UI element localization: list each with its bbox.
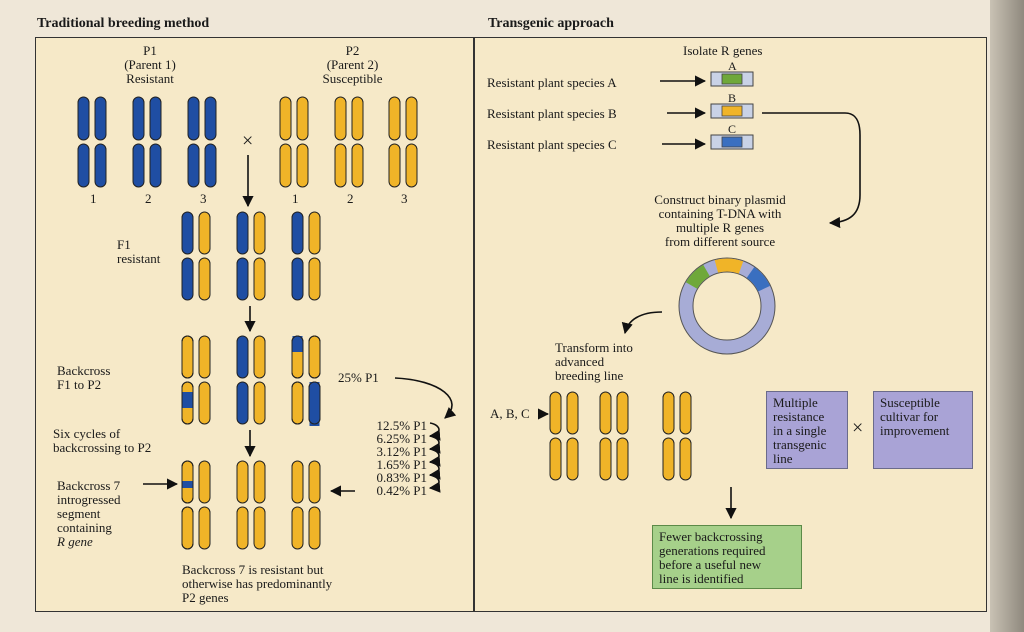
bc1-chromosome-pair-1-a <box>181 335 194 425</box>
arrow-pct-step-4 <box>428 461 441 480</box>
transgenic-chromosome-pair-3-a <box>662 391 675 481</box>
p1-label: P1(Parent 1)Resistant <box>124 43 176 86</box>
bc1-chromosome-pair-3-a <box>291 335 304 425</box>
abc-label: A, B, C <box>490 406 530 421</box>
plasmid-gene-c <box>746 267 771 292</box>
f1-chromosome-pair-2-b <box>253 211 266 301</box>
pct-12-5: 12.5% P1 <box>376 418 427 433</box>
species-a-label: Resistant plant species A <box>487 75 617 90</box>
pair-number-2: 2 <box>145 191 152 206</box>
bc1-chromosome-pair-1-b <box>198 335 211 425</box>
pair-number-6: 3 <box>401 191 408 206</box>
bc7-chromosome-pair-3-b <box>308 460 321 550</box>
gene-cassette-c <box>710 134 754 150</box>
p2-chromosome-pair-2-a <box>334 96 347 188</box>
bc1-chromosome-pair-2-a <box>236 335 249 425</box>
pair-number-1: 1 <box>90 191 97 206</box>
gene-letter-c: C <box>728 122 737 136</box>
bc1-chromosome-pair-2-b <box>253 335 266 425</box>
bc7-chromosome-pair-1-b <box>198 460 211 550</box>
transgenic-chromosome-pair-2-a <box>599 391 612 481</box>
plasmid-gene-a <box>685 264 711 290</box>
bc7-chromosome-pair-3-a <box>291 460 304 550</box>
left-section-title: Traditional breeding method <box>37 16 210 31</box>
p1-chromosome-pair-2-a <box>132 96 145 188</box>
bc7-chromosome-pair-2-a <box>236 460 249 550</box>
right-section-title: Transgenic approach <box>488 16 614 31</box>
pair-number-3: 3 <box>200 191 207 206</box>
arrow-pct-step-5 <box>428 474 441 493</box>
arrow-plasmid-to-transform <box>621 311 663 335</box>
gene-letter-b: B <box>728 91 737 105</box>
p2-chromosome-pair-1-b <box>296 96 309 188</box>
arrow-to-construct <box>762 112 861 229</box>
f1-chromosome-pair-3-b <box>308 211 321 301</box>
f1-chromosome-pair-3-a <box>291 211 304 301</box>
p1-chromosome-pair-3-a <box>187 96 200 188</box>
arrow-pct-step-2 <box>428 435 441 454</box>
transgenic-chromosome-pair-3-b <box>679 391 692 481</box>
p1-chromosome-pair-1-a <box>77 96 90 188</box>
species-c-label: Resistant plant species C <box>487 137 617 152</box>
bc7-chromosome-pair-1-a <box>181 460 194 550</box>
pct-0-42: 0.42% P1 <box>376 483 427 498</box>
panel-divider <box>473 37 475 612</box>
bc7-chromosome-pair-2-b <box>253 460 266 550</box>
pct-25-label: 25% P1 <box>338 370 379 385</box>
p1-chromosome-pair-3-b <box>204 96 217 188</box>
p2-chromosome-pair-2-b <box>351 96 364 188</box>
pct-3-12: 3.12% P1 <box>376 444 427 459</box>
gene-cassette-b <box>710 103 754 119</box>
f1-chromosome-pair-1-b <box>198 211 211 301</box>
cross-symbol-right: × <box>852 417 864 439</box>
plasmid-gene-b <box>714 258 744 274</box>
gene-letter-a: A <box>728 59 737 73</box>
transgenic-chromosome-pair-1-a <box>549 391 562 481</box>
page-edge-shadow <box>990 0 1024 632</box>
p2-chromosome-pair-3-a <box>388 96 401 188</box>
p2-chromosome-pair-3-b <box>405 96 418 188</box>
p2-chromosome-pair-1-a <box>279 96 292 188</box>
arrow-25pct-curve <box>394 377 457 419</box>
f1-chromosome-pair-2-a <box>236 211 249 301</box>
pair-number-5: 2 <box>347 191 354 206</box>
pct-1-65: 1.65% P1 <box>376 457 427 472</box>
bc1-chromosome-pair-3-b <box>308 335 321 426</box>
pct-0-83: 0.83% P1 <box>376 470 427 485</box>
species-b-label: Resistant plant species B <box>487 106 617 121</box>
arrow-pct-step-1 <box>428 422 441 441</box>
transgenic-chromosome-pair-2-b <box>616 391 629 481</box>
arrow-pct-step-3 <box>428 448 441 467</box>
f1-chromosome-pair-1-a <box>181 211 194 301</box>
isolate-label: Isolate R genes <box>683 43 763 58</box>
p1-chromosome-pair-1-b <box>94 96 107 188</box>
gene-cassette-a <box>710 71 754 87</box>
pct-6-25: 6.25% P1 <box>376 431 427 446</box>
pair-number-4: 1 <box>292 191 299 206</box>
transgenic-chromosome-pair-1-b <box>566 391 579 481</box>
cross-symbol-left: × <box>242 130 254 152</box>
p1-chromosome-pair-2-b <box>149 96 162 188</box>
p2-label: P2(Parent 2)Susceptible <box>322 43 383 86</box>
